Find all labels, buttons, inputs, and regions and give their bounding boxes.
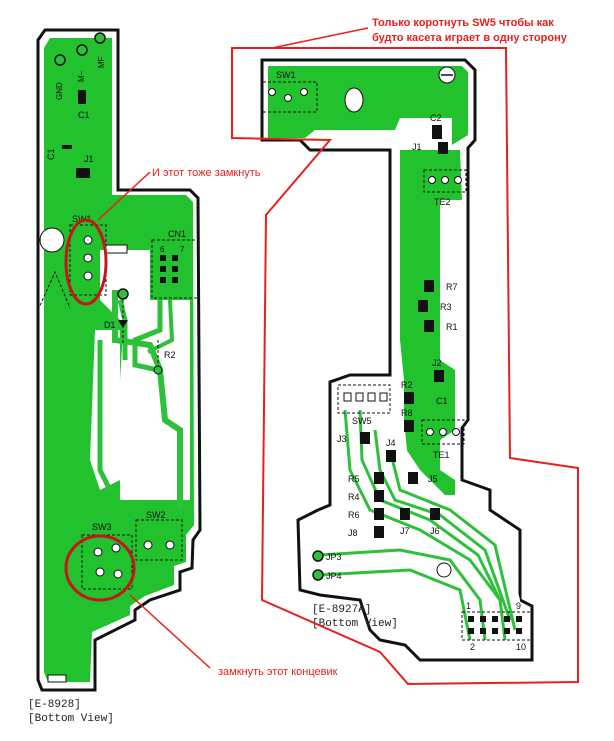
label-r-c1: C1 [436,396,448,406]
right-board-copper-bottom [335,390,525,655]
annotations: Только коротнуть SW5 чтобы как будто кас… [64,17,579,686]
label-r-jp4: JP4 [326,571,342,581]
label-c1-side: C1 [46,148,56,160]
left-mounting-hole [39,227,65,253]
sw1-highlight-ellipse [64,218,108,306]
label-r-jp3: JP3 [326,552,342,562]
label-r-te1: TE1 [433,450,450,460]
label-gnd: GND [55,82,64,100]
label-r-j5: J5 [428,474,438,484]
sw1-note: И этот тоже замкнуть [152,167,261,179]
label-r-j6: J6 [430,526,440,536]
label-cn1-7: 7 [180,245,185,254]
label-sw1: SW1 [72,214,92,224]
right-board-view: [Bottom View] [312,618,398,630]
sw5-note-line1: Только коротнуть SW5 чтобы как [372,17,554,29]
sw3-note: замкнуть этот концевик [218,666,338,678]
label-r-j4: J4 [386,438,396,448]
sw5-note-line2: будто касета играет в одну сторону [372,32,568,44]
sw5-highlight-outline [231,47,579,686]
sw3-highlight-ellipse [64,534,136,602]
label-d1: D1 [104,320,116,330]
label-r-sw5: SW5 [352,416,372,426]
label-sw2: SW2 [146,510,166,520]
label-r-r2: R2 [401,380,413,390]
label-r-r6: R6 [348,510,360,520]
label-r-j7: J7 [400,526,410,536]
label-r-conn-2: 2 [470,642,475,652]
label-r-te2: TE2 [434,197,451,207]
label-cn1: CN1 [168,229,186,239]
label-r-conn-1: 1 [466,601,471,611]
label-r-j3: J3 [337,434,347,444]
right-board: SW1 C2 J1 TE2 R7 R3 R1 J2 R2 C1 R8 [260,58,534,662]
left-slot [104,244,128,254]
label-r-j2: J2 [432,358,442,368]
left-board-view: [Bottom View] [28,713,114,725]
label-r-conn-9: 9 [516,601,521,611]
label-r-j1: J1 [412,142,422,152]
label-j1: J1 [84,154,94,164]
left-board-id: [E-8928] [28,699,81,711]
label-r-j8: J8 [348,528,358,538]
label-r-c2: C2 [430,113,442,123]
label-r-r1: R1 [446,322,458,332]
label-cn1-6: 6 [160,245,165,254]
label-r-sw1: SW1 [276,70,296,80]
label-r-r7: R7 [446,282,458,292]
left-board: GND M− MF C1 C1 J1 SW1 CN1 6 7 D1 [28,28,202,725]
label-r2: R2 [164,350,176,360]
label-r-r3: R3 [440,302,452,312]
label-m-minus: M− [77,70,86,82]
label-r-r8: R8 [401,408,413,418]
label-r-r5: R5 [348,474,360,484]
label-r-r4: R4 [348,492,360,502]
label-c1-top: C1 [78,110,90,120]
label-mf: MF [97,56,106,68]
right-board-copper-top [268,66,468,145]
label-r-conn-10: 10 [516,642,526,652]
right-board-id: [E-8927A] [312,604,371,616]
label-sw3: SW3 [92,522,112,532]
